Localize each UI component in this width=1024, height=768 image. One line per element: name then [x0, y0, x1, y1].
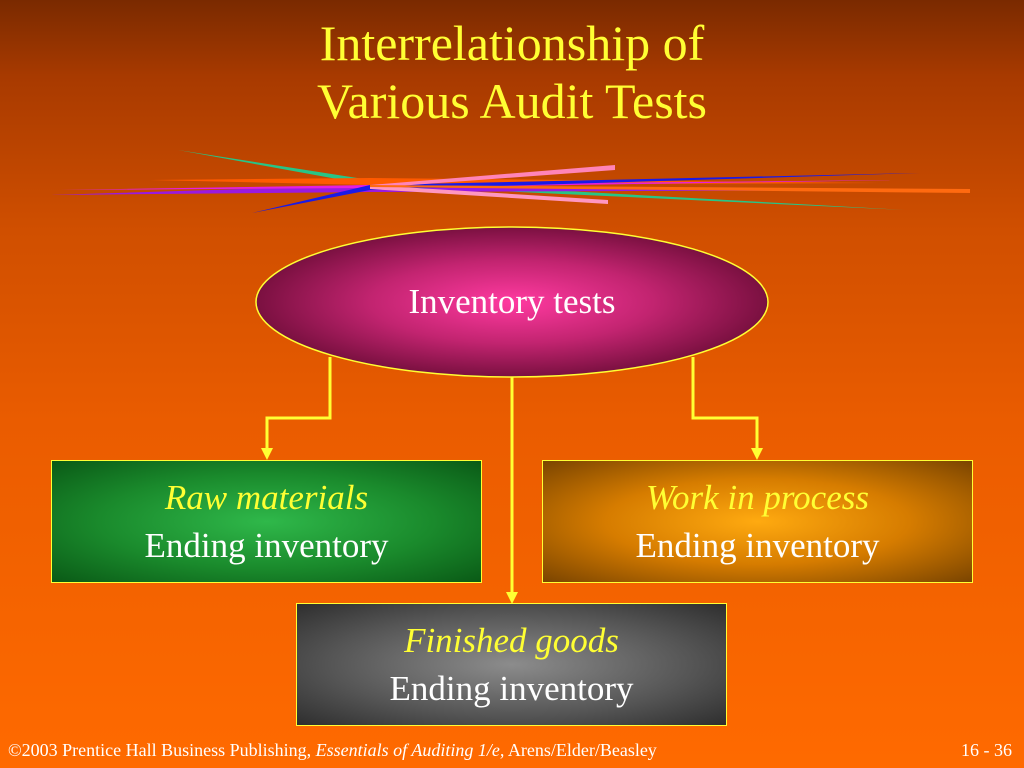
inventory-tests-label: Inventory tests: [408, 282, 616, 321]
work-in-process-category: Work in process: [646, 477, 869, 517]
starburst-decoration: [50, 150, 970, 213]
arrowhead-work-in-process: [751, 448, 763, 460]
footer-authors: Arens/Elder/Beasley: [507, 740, 657, 760]
ray-pink: [370, 165, 615, 188]
work-in-process-box: Work in process Ending inventory: [542, 460, 973, 583]
footer-book-title: Essentials of Auditing 1/e,: [315, 740, 505, 760]
work-in-process-ending-inventory: Ending inventory: [635, 525, 880, 565]
title-line-1: Interrelationship of: [319, 15, 705, 71]
finished-goods-box: Finished goods Ending inventory: [296, 603, 727, 726]
ray-teal: [178, 150, 905, 210]
raw-materials-ending-inventory: Ending inventory: [144, 525, 389, 565]
footer-citation: ©2003 Prentice Hall Business Publishing,…: [8, 740, 657, 761]
raw-materials-category: Raw materials: [164, 477, 369, 517]
ray-blue: [252, 173, 920, 213]
raw-materials-box: Raw materials Ending inventory: [51, 460, 482, 583]
arrowhead-raw-materials: [261, 448, 273, 460]
finished-goods-category: Finished goods: [404, 620, 619, 660]
title-line-2: Various Audit Tests: [316, 73, 708, 129]
page-number: 16 - 36: [961, 740, 1012, 760]
slide-title: Interrelationship of Various Audit Tests: [0, 14, 1024, 130]
ray-orange-right: [370, 185, 970, 193]
ray-purple: [50, 185, 930, 195]
finished-goods-ending-inventory: Ending inventory: [389, 668, 634, 708]
ray-magenta: [60, 180, 910, 190]
connector-raw-materials: [265, 357, 332, 450]
connector-work-in-process: [691, 357, 759, 450]
footer-copyright: ©2003 Prentice Hall Business Publishing,: [8, 740, 312, 760]
ray-orange: [150, 178, 880, 185]
ray-pink-lower: [370, 185, 608, 204]
